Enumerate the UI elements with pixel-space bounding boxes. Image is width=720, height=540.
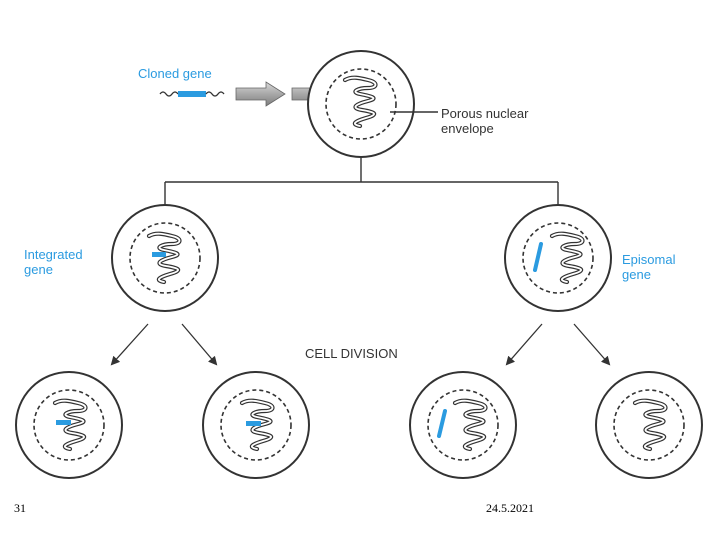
top-cell (307, 50, 415, 158)
episome (533, 242, 543, 272)
integrated-gene-label: Integrated gene (24, 247, 83, 277)
cloned-gene-dna (159, 91, 225, 97)
daughter-cell-3 (409, 371, 517, 479)
cloned-gene-label: Cloned gene (138, 66, 212, 81)
daughter-cell-2 (202, 371, 310, 479)
daughter-cell-4 (595, 371, 703, 479)
daughter-cell-1 (15, 371, 123, 479)
porous-nuclear-envelope-label: Porous nuclear envelope (441, 106, 529, 136)
gene-segment (178, 91, 206, 97)
episomal-gene-label: Episomal gene (622, 252, 676, 282)
episomal-cell (504, 204, 612, 312)
division-arrows (110, 323, 611, 366)
slide-number: 31 (14, 501, 26, 515)
integrated-cell (111, 204, 219, 312)
branch-lines (164, 158, 559, 207)
integrated-gene-segment (152, 252, 166, 257)
slide-date: 24.5.2021 (486, 501, 534, 515)
cell-division-label: CELL DIVISION (305, 346, 398, 361)
